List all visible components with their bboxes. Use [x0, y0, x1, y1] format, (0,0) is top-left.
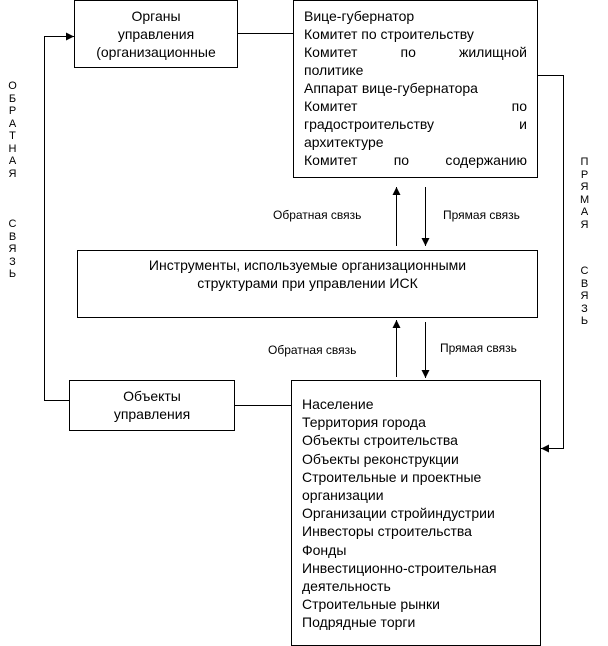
box-line: Население	[302, 396, 374, 412]
lower-feedback-label: Обратная связь	[268, 343, 357, 357]
upper-direct-label: Прямая связь	[443, 208, 520, 222]
box-line: Инвестиционно-строительная	[302, 559, 497, 576]
box-line: управления	[113, 406, 191, 422]
box-line: архитектуре	[304, 134, 384, 150]
box-line: Комитет по жилищной	[304, 44, 527, 60]
instruments-box: Инструменты, используемые организационны…	[77, 250, 538, 318]
side-left-word-1: ОБРАТНАЯ	[8, 80, 17, 180]
side-right-word-1: ПРЯМАЯ	[580, 156, 590, 231]
box-line: Территория города	[302, 414, 426, 431]
box-line: политике	[304, 62, 364, 78]
box-line: Комитет по строительству	[304, 26, 474, 42]
side-left-word-2: СВЯЗЬ	[8, 218, 17, 280]
box-line: Органы	[131, 8, 181, 24]
upper-feedback-label: Обратная связь	[273, 208, 362, 222]
box-line: Инвесторы строительства	[302, 523, 472, 540]
box-line: структурами при управлении ИСК	[197, 275, 418, 291]
box-line: Инструменты, используемые организационны…	[148, 257, 467, 273]
box-line: Аппарат вице-губернатора	[304, 80, 478, 96]
box-line: Объекты строительства	[302, 432, 458, 449]
organs-box: Органы управления (организационные	[74, 0, 238, 68]
box-line: Комитет по	[304, 98, 527, 114]
objects-box: Объекты управления	[69, 380, 235, 431]
box-line: Объекты	[123, 388, 181, 404]
direct-link-right-line	[537, 75, 564, 453]
box-line: Строительные рынки	[302, 596, 440, 613]
box-line: Организации стройиндустрии	[302, 505, 495, 522]
structures-box: Вице-губернатор Комитет по строительству…	[293, 0, 538, 178]
lower-direct-label: Прямая связь	[440, 341, 517, 355]
box-line: градостроительству и	[304, 116, 527, 132]
feedback-link-left-line	[44, 32, 74, 401]
box-line: Комитет по содержанию	[304, 152, 527, 168]
side-right-word-2: СВЯЗЬ	[580, 265, 589, 327]
box-line: Строительные и проектные	[302, 468, 482, 485]
box-line: (организационные	[96, 44, 216, 60]
box-line: Вице-губернатор	[304, 8, 415, 24]
box-line: деятельность	[302, 578, 391, 595]
box-line: Фонды	[302, 541, 347, 558]
box-line: Объекты реконструкции	[302, 450, 459, 467]
box-line: управления	[117, 26, 195, 42]
box-line: организации	[302, 487, 384, 504]
box-line: Подрядные торги	[302, 614, 416, 631]
objects-list-box: Население Территория города Объекты стро…	[291, 380, 541, 646]
